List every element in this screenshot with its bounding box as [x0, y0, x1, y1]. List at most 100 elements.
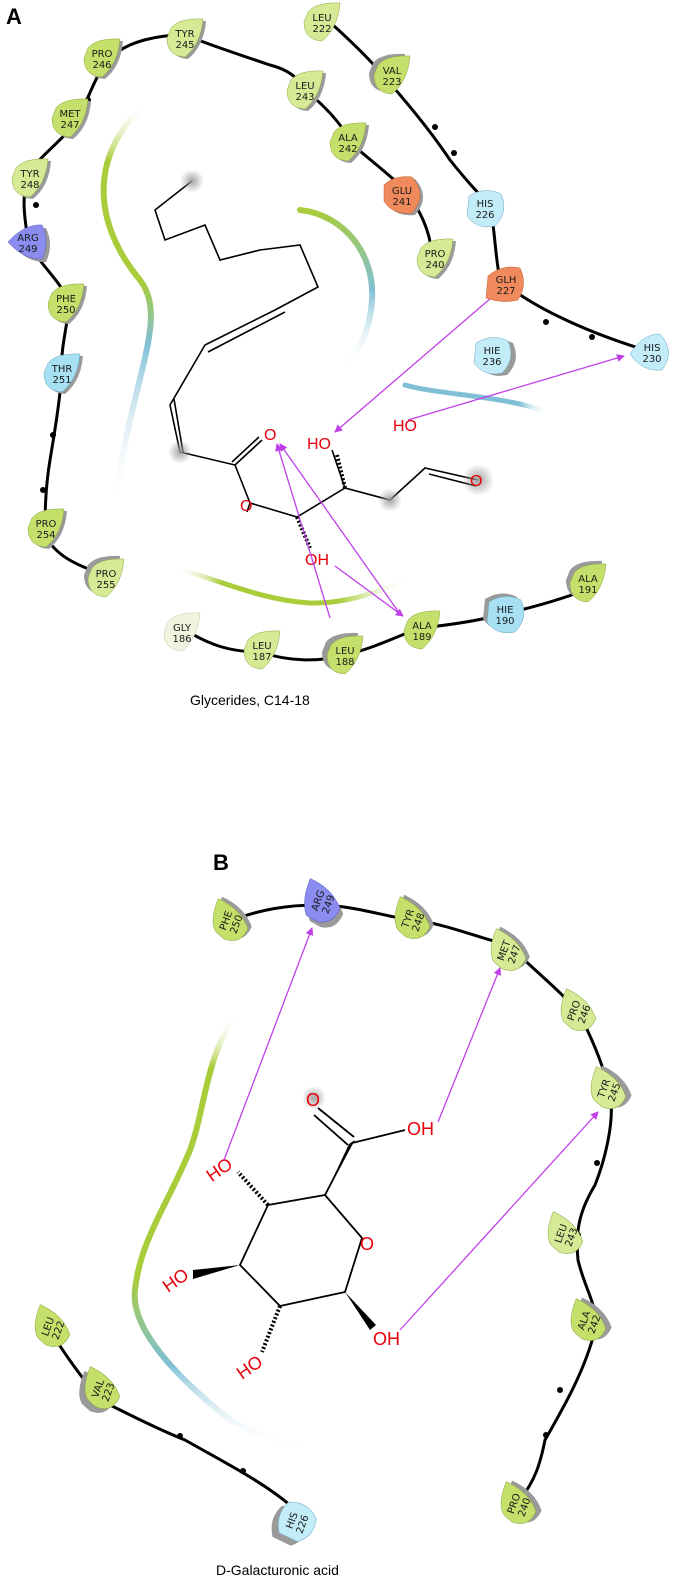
pocket-surface-b [131, 1012, 338, 1455]
pocket-surface-a-right [402, 382, 551, 415]
residue-a-pro-254: PRO 254 [27, 508, 67, 549]
atom-b-ring-o: O [360, 1234, 374, 1254]
residue-a-gly-186: GLY 186 [163, 612, 201, 652]
svg-text:PHE: PHE [56, 294, 76, 305]
residue-a-val-223: VAL 223 [369, 53, 411, 95]
residue-a-tyr-248: TYR 248 [11, 158, 51, 199]
svg-text:248: 248 [20, 180, 39, 191]
ligand-b [236, 1107, 406, 1353]
svg-text:PRO: PRO [425, 249, 446, 260]
svg-text:255: 255 [96, 580, 115, 591]
residue-a-ala-191: ALA 191 [566, 560, 607, 603]
panel-b: B O OH HO O HO HO OH [34, 850, 632, 1578]
svg-text:222: 222 [312, 24, 331, 35]
svg-text:223: 223 [382, 77, 401, 88]
atom-a-carbonyl-o: O [264, 427, 276, 444]
residue-a-leu-188: LEU 188 [322, 632, 364, 675]
residue-a-tyr-245: TYR 245 [166, 18, 206, 59]
residue-a-pro-255: PRO 255 [84, 555, 125, 598]
svg-text:227: 227 [496, 286, 515, 297]
svg-text:TYR: TYR [19, 169, 39, 180]
backbone-b-right [231, 903, 613, 1501]
svg-text:THR: THR [51, 364, 73, 375]
svg-text:LEU: LEU [312, 13, 331, 24]
residue-b-pro-246: PRO 246 [560, 988, 597, 1031]
svg-text:GLH: GLH [496, 275, 517, 286]
atom-b-ho-1: HO [203, 1154, 237, 1186]
svg-text:GLU: GLU [392, 186, 412, 197]
residue-b-leu-222: LEU 222 [34, 1304, 71, 1347]
residue-a-ala-242: ALA 242 [329, 122, 369, 163]
residue-b-leu-243: LEU 243 [547, 1211, 584, 1254]
atom-a-ester-o: O [240, 498, 252, 515]
atom-a-ho-2: HO [393, 418, 417, 435]
panel-a: A [6, 2, 669, 708]
svg-text:VAL: VAL [383, 66, 402, 77]
residue-a-pro-240: PRO 240 [416, 238, 456, 279]
residue-b-arg-249: ARG 249 [304, 878, 344, 928]
residue-b-met-247: MET 247 [490, 926, 530, 971]
svg-text:PRO: PRO [96, 569, 117, 580]
svg-text:LEU: LEU [335, 646, 354, 657]
residue-b-phe-250: PHE 250 [212, 896, 252, 941]
residue-a-leu-243: LEU 243 [286, 70, 326, 111]
hbonds-a [275, 291, 625, 619]
pocket-surface-a-center [297, 207, 376, 373]
atom-b-acid-oh: OH [407, 1119, 434, 1139]
svg-text:226: 226 [475, 210, 494, 221]
svg-text:242: 242 [338, 144, 357, 155]
svg-text:191: 191 [578, 585, 597, 596]
residue-b-tyr-245: TYR 245 [590, 1065, 632, 1109]
hbonds-b [223, 927, 599, 1331]
pocket-surface-a-bottom [172, 565, 413, 606]
ligand-b-exposure [302, 1086, 326, 1110]
residue-a-leu-222: LEU 222 [303, 2, 341, 42]
svg-text:247: 247 [60, 120, 79, 131]
svg-text:187: 187 [252, 652, 271, 663]
svg-text:HIE: HIE [497, 605, 514, 616]
svg-text:ALA: ALA [578, 574, 598, 585]
atom-b-carbonyl-o: O [306, 1090, 320, 1110]
ligand-b-atoms: O OH HO O HO HO OH [159, 1090, 434, 1383]
residue-b-his-226: HIS 226 [271, 1501, 317, 1546]
atom-b-oh: OH [373, 1329, 400, 1349]
backbone-a-top [110, 33, 307, 91]
svg-text:ARG: ARG [17, 233, 39, 244]
svg-text:TYR: TYR [174, 29, 194, 40]
atom-a-acid-o: O [470, 473, 482, 490]
residue-b-val-223: VAL 223 [79, 1366, 121, 1413]
svg-text:LEU: LEU [295, 81, 314, 92]
backbone-b-left [48, 1329, 291, 1507]
residue-a-leu-187: LEU 187 [243, 630, 281, 670]
svg-text:HIE: HIE [484, 346, 501, 357]
svg-text:HIS: HIS [477, 199, 494, 210]
svg-text:243: 243 [295, 92, 314, 103]
svg-text:PRO: PRO [36, 519, 57, 530]
svg-text:246: 246 [92, 60, 111, 71]
svg-text:230: 230 [642, 354, 661, 365]
svg-text:LEU: LEU [252, 641, 271, 652]
residue-a-his-226: HIS 226 [466, 190, 505, 228]
residue-a-his-230: HIS 230 [629, 333, 669, 371]
svg-text:236: 236 [482, 357, 501, 368]
svg-text:HIS: HIS [644, 343, 661, 354]
svg-text:241: 241 [392, 197, 411, 208]
svg-text:249: 249 [18, 244, 37, 255]
svg-text:240: 240 [425, 260, 444, 271]
residue-a-glu-241: GLU 241 [383, 176, 423, 216]
residue-a-ala-189: ALA 189 [403, 610, 441, 650]
atom-b-ho-3: HO [233, 1351, 267, 1383]
atom-b-ho-2: HO [159, 1264, 193, 1296]
svg-text:245: 245 [175, 40, 194, 51]
residue-a-hie-190: HIE 190 [483, 593, 525, 634]
residue-a-arg-249: ARG 249 [7, 224, 50, 263]
residue-a-glh-227: GLH 227 [485, 266, 524, 302]
svg-text:ALA: ALA [338, 133, 358, 144]
residue-a-met-247: MET 247 [51, 98, 91, 139]
atom-a-ho-1: HO [307, 436, 331, 453]
svg-text:189: 189 [412, 632, 431, 643]
ligand-b-wedge-1 [325, 1140, 355, 1195]
panel-a-letter: A [6, 4, 22, 29]
svg-text:MET: MET [59, 109, 81, 120]
